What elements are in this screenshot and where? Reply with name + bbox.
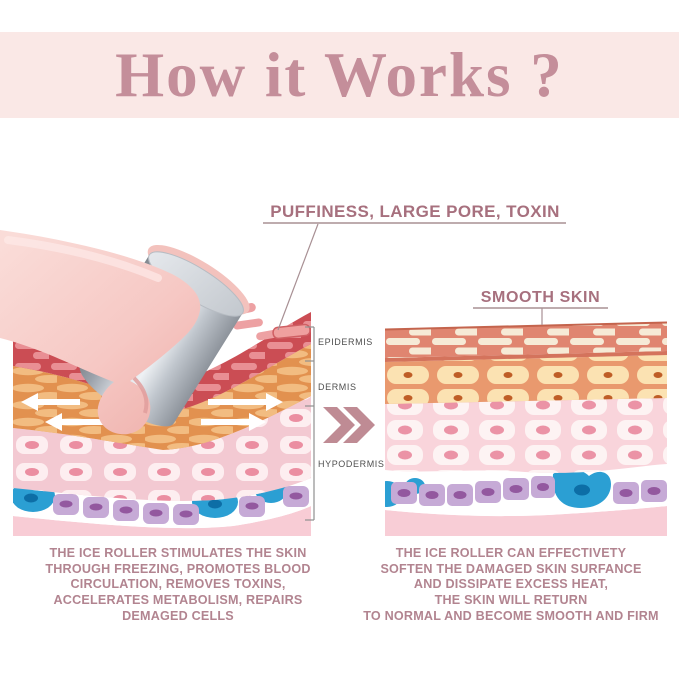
problem-annotation-text: PUFFINESS, LARGE PORE, TOXIN bbox=[270, 202, 560, 221]
roll-direction-arrows bbox=[21, 393, 283, 431]
right-subcutis-band bbox=[385, 506, 667, 536]
right-dermis-cells bbox=[385, 355, 667, 404]
problem-annotation: PUFFINESS, LARGE PORE, TOXIN bbox=[253, 202, 577, 222]
right-purple-cells bbox=[391, 476, 667, 506]
roller-fork-crease bbox=[132, 376, 149, 414]
left-subcutis-band bbox=[13, 506, 311, 536]
left-hypodermis-cells bbox=[13, 396, 311, 501]
right-epidermis-divider bbox=[385, 351, 667, 362]
right-hypodermis-cells bbox=[385, 398, 667, 473]
page-title: How it Works ? bbox=[115, 39, 564, 110]
right-epidermis-cells bbox=[385, 323, 667, 358]
layer-label-hypodermis: HYPODERMIS bbox=[318, 459, 385, 469]
caption-left: THE ICE ROLLER STIMULATES THE SKIN THROU… bbox=[45, 546, 311, 623]
left-purple-cells bbox=[53, 486, 309, 525]
result-annotation-text: SMOOTH SKIN bbox=[480, 289, 601, 306]
layer-label-epidermis: EPIDERMIS bbox=[318, 337, 373, 347]
title-band: How it Works ? bbox=[0, 32, 679, 118]
caption-right: THE ICE ROLLER CAN EFFECTIVETY SOFTEN TH… bbox=[363, 546, 659, 623]
result-annotation: SMOOTH SKIN bbox=[463, 289, 618, 307]
layer-label-dermis: DERMIS bbox=[318, 382, 357, 392]
right-skin-diagram bbox=[385, 321, 667, 536]
double-chevron-right-icon bbox=[323, 407, 375, 443]
ice-roller-illustration bbox=[0, 230, 250, 435]
roller-handle bbox=[0, 230, 201, 435]
right-skin-surface-line bbox=[385, 321, 667, 331]
roller-handle-highlight bbox=[4, 236, 162, 282]
